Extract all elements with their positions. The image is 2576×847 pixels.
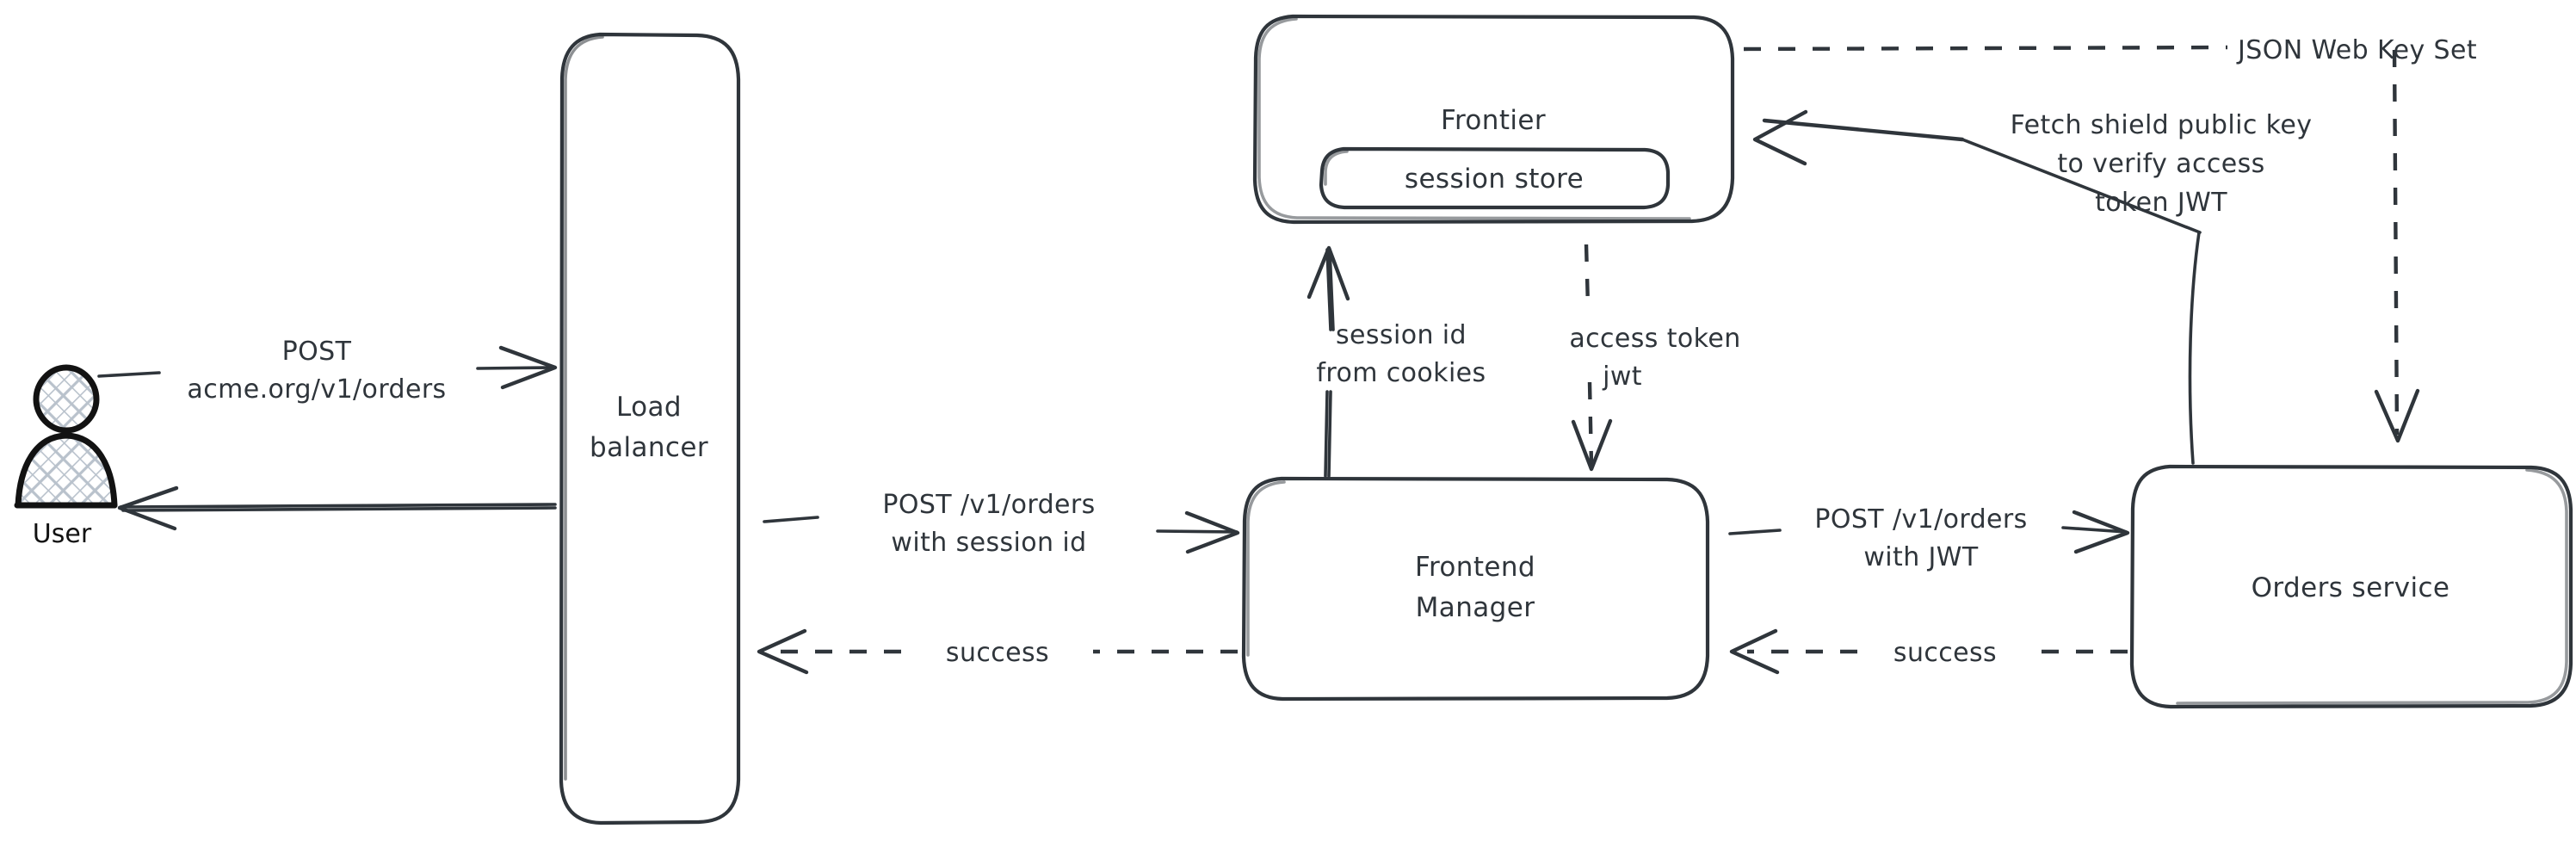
node-frontier[interactable] [1252, 14, 1735, 225]
edge-frontend-manager-to-load-balancer [757, 628, 1238, 675]
edge-orders-fm-label: success [1893, 638, 1997, 668]
edge-user-lb-label-line1: POST [282, 337, 352, 367]
edge-fm-frontier-label-line2: from cookies [1316, 358, 1486, 388]
node-load-balancer[interactable] [559, 32, 741, 825]
edge-orders-service-to-frontier [1752, 109, 2202, 465]
edge-frontier-to-frontend-manager [1571, 244, 1613, 472]
edge-frontend-manager-to-orders-service [1728, 510, 2130, 554]
edge-lb-fm-label-line1: POST /v1/orders [882, 490, 1095, 520]
edge-user-lb-label-line2: acme.org/v1/orders [187, 374, 446, 405]
edge-fm-orders-label-line1: POST /v1/orders [1814, 504, 2027, 535]
edge-jwks-label: JSON Web Key Set [2236, 35, 2477, 65]
edge-orders-frontier-label-line1: Fetch shield public key [2011, 110, 2313, 140]
node-session-store[interactable] [1319, 146, 1671, 210]
session-store-label: session store [1405, 164, 1584, 195]
edge-fm-lb-label: success [946, 638, 1049, 668]
edge-fm-frontier-label-line1: session id [1336, 320, 1467, 350]
user-label: User [33, 519, 92, 549]
edge-frontier-fm-label-line1: access token [1569, 324, 1740, 354]
load-balancer-label-line1: Load [616, 392, 682, 423]
edge-load-balancer-to-frontend-manager [763, 510, 1240, 554]
edge-user-to-load-balancer [97, 345, 558, 390]
edge-orders-service-to-frontend-manager [1729, 628, 2128, 675]
edge-frontier-fm-label-line2: jwt [1602, 362, 1642, 392]
edge-frontier-to-orders-service-jwks [1743, 45, 2420, 443]
edge-frontend-manager-to-frontier [1307, 245, 1350, 478]
user-icon [14, 364, 118, 509]
orders-service-label: Orders service [2252, 572, 2450, 603]
node-frontend-manager[interactable] [1241, 476, 1710, 702]
edge-orders-frontier-label-line2: to verify access [2057, 149, 2264, 179]
edge-orders-frontier-label-line3: token JWT [2095, 188, 2227, 218]
edge-load-balancer-to-user [117, 485, 557, 531]
frontend-manager-label-line2: Manager [1416, 592, 1535, 623]
frontend-manager-label-line1: Frontend [1415, 552, 1535, 583]
edge-lb-fm-label-line2: with session id [891, 528, 1086, 558]
node-orders-service[interactable] [2129, 464, 2573, 709]
frontier-label: Frontier [1441, 105, 1546, 136]
load-balancer-label-line2: balancer [590, 432, 708, 463]
edge-fm-orders-label-line2: with JWT [1863, 542, 1978, 572]
